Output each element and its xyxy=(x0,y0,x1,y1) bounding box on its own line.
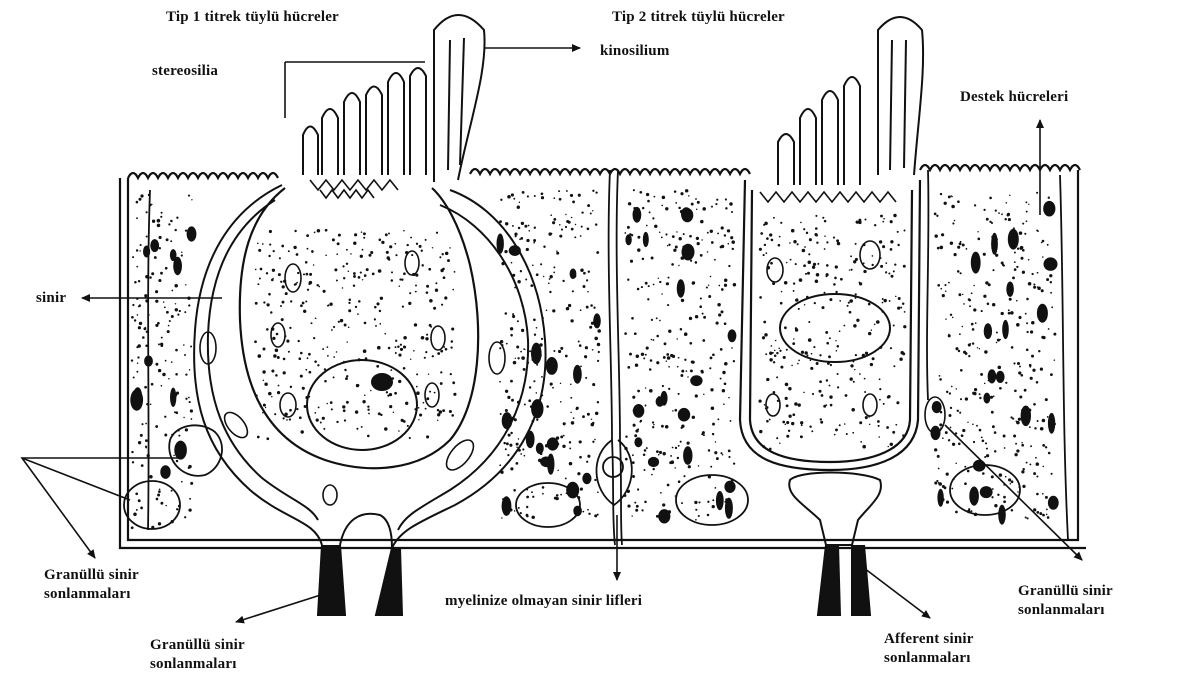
label-stereocilia: stereosilia xyxy=(152,62,218,81)
type1-cuticular-plate xyxy=(310,180,398,198)
type1-nucleus xyxy=(307,360,417,450)
type1-nerve-stem xyxy=(318,514,402,615)
label-supporting-cells: Destek hücreleri xyxy=(960,88,1068,107)
label-granular-left-line1: Granüllü sinir xyxy=(44,566,139,585)
label-afferent-endings: Afferent sinir sonlanmaları xyxy=(884,630,974,668)
supporting-cell-boundaries xyxy=(148,170,1068,545)
label-granular-left-line2: sonlanmaları xyxy=(44,585,139,604)
granular-endings-left xyxy=(124,425,222,529)
label-kinocilium: kinosilium xyxy=(600,42,670,61)
leader-lines xyxy=(22,48,1082,622)
label-granular-bottom-line2: sonlanmaları xyxy=(150,655,245,674)
label-granular-endings-bottom: Granüllü sinir sonlanmaları xyxy=(150,636,245,674)
label-granular-endings-left: Granüllü sinir sonlanmaları xyxy=(44,566,139,604)
label-type1-hair-cells: Tip 1 titrek tüylü hücreler xyxy=(166,8,339,27)
label-afferent-line2: sonlanmaları xyxy=(884,649,974,668)
type1-stereocilia xyxy=(303,15,485,182)
label-granular-endings-right: Granüllü sinir sonlanmaları xyxy=(1018,582,1113,620)
type2-cuticular-plate xyxy=(760,192,896,202)
label-granular-right-line2: sonlanmaları xyxy=(1018,601,1113,620)
label-type2-hair-cells: Tip 2 titrek tüylü hücreler xyxy=(612,8,785,27)
label-granular-right-line1: Granüllü sinir xyxy=(1018,582,1113,601)
type2-afferent-ending xyxy=(789,473,881,616)
type2-stereocilia xyxy=(778,17,923,185)
label-nerve: sinir xyxy=(36,289,66,308)
label-afferent-line1: Afferent sinir xyxy=(884,630,974,649)
label-unmyelinated-fibers: myelinize olmayan sinir lifleri xyxy=(445,592,642,611)
supporting-cell-nuclei xyxy=(516,465,1020,527)
label-granular-bottom-line1: Granüllü sinir xyxy=(150,636,245,655)
